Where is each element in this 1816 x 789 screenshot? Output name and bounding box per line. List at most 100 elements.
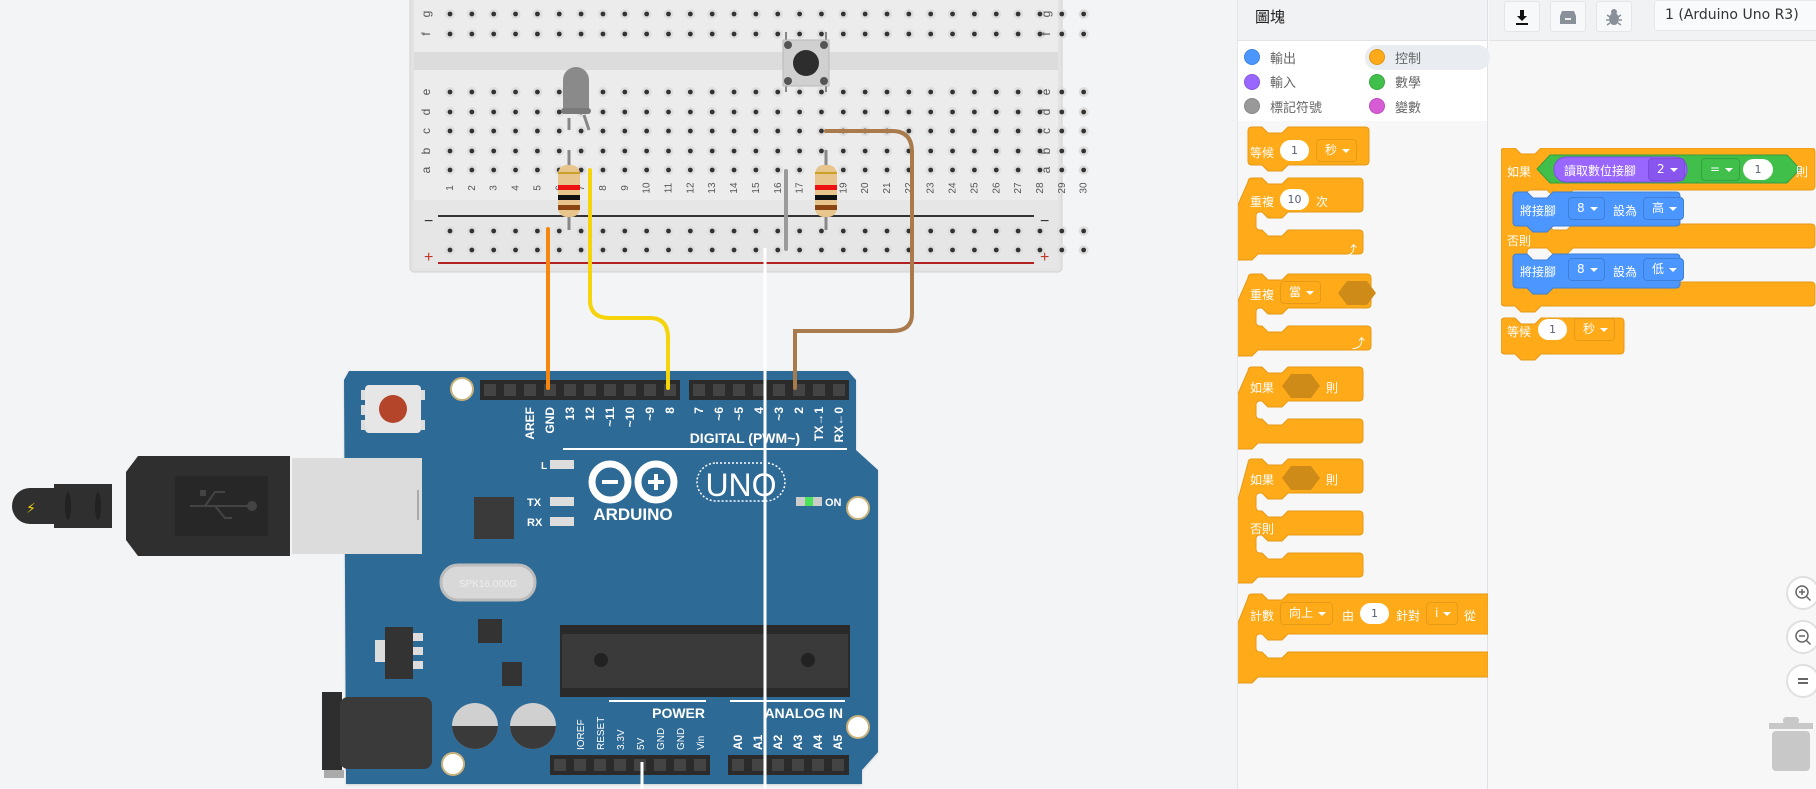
- breadboard-hole: [1059, 89, 1065, 95]
- set-low-pin-dropdown[interactable]: 8: [1568, 258, 1605, 281]
- breadboard-hole: [840, 31, 846, 37]
- palette-block-if-else[interactable]: [1238, 458, 1364, 584]
- zoom-in-button[interactable]: [1786, 576, 1816, 610]
- column-number: 3: [489, 185, 500, 191]
- category-notation[interactable]: 標記符號: [1240, 94, 1365, 119]
- count-from-input[interactable]: 1: [1360, 603, 1389, 624]
- breadboard-hole: [687, 128, 693, 134]
- breadboard-hole: [731, 128, 737, 134]
- category-input[interactable]: 輸入: [1240, 70, 1365, 95]
- operator-dropdown[interactable]: =: [1701, 158, 1741, 181]
- breadboard[interactable]: 1234567891011121314151617181920212223242…: [409, 0, 1090, 273]
- breadboard-hole: [797, 148, 802, 154]
- header-pin: [693, 384, 705, 396]
- category-math[interactable]: 數學: [1365, 70, 1490, 95]
- palette-block-if-then[interactable]: [1238, 366, 1364, 450]
- breadboard-hole: [731, 148, 737, 154]
- digital-pin-label: ~9: [643, 407, 657, 421]
- read-pin-dropdown[interactable]: 2: [1648, 158, 1685, 181]
- zoom-fit-button[interactable]: [1786, 664, 1816, 698]
- category-label: 輸出: [1270, 51, 1297, 67]
- hex-slot[interactable]: [1338, 281, 1376, 305]
- analog-pin-label: A4: [811, 734, 825, 750]
- device-select[interactable]: 1 (Arduino Uno R3): [1654, 0, 1816, 31]
- breadboard-hole: [993, 11, 999, 17]
- breadboard-hole: [950, 89, 955, 95]
- hex-slot[interactable]: [1282, 466, 1320, 490]
- reset-button[interactable]: [361, 385, 425, 433]
- breadboard-hole: [993, 89, 999, 95]
- palette-block-repeat[interactable]: [1238, 177, 1364, 261]
- rail-hole: [600, 247, 606, 253]
- palette-block-repeat-while[interactable]: [1238, 273, 1372, 357]
- rail-hole: [666, 247, 671, 253]
- pushbutton[interactable]: [782, 32, 830, 92]
- rail-plus-label: +: [1040, 249, 1049, 266]
- power-pin-label: GND: [656, 728, 667, 750]
- serial-monitor-button[interactable]: [1550, 1, 1586, 32]
- power-jack[interactable]: [322, 692, 432, 778]
- trash-button[interactable]: [1769, 715, 1813, 775]
- usb-cable[interactable]: ⚡: [12, 456, 422, 556]
- breadboard-hole: [535, 128, 540, 134]
- breadboard-hole: [513, 167, 518, 173]
- category-variables[interactable]: 變數: [1365, 94, 1490, 119]
- set-high-value-dropdown[interactable]: 高: [1643, 197, 1685, 220]
- breadboard-hole: [622, 148, 628, 154]
- resistor-2[interactable]: [815, 150, 837, 230]
- compare-value-input[interactable]: 1: [1743, 159, 1773, 180]
- column-number: 27: [1013, 182, 1024, 194]
- debug-button[interactable]: [1596, 1, 1632, 32]
- breadboard-hole: [775, 128, 781, 134]
- rail-hole: [535, 247, 540, 253]
- led[interactable]: [561, 67, 591, 131]
- repeat-count-input[interactable]: 10: [1280, 189, 1309, 210]
- wait-unit-dropdown[interactable]: 秒: [1574, 318, 1616, 341]
- circuit-canvas[interactable]: 1234567891011121314151617181920212223242…: [0, 0, 1237, 789]
- breadboard-hole: [862, 148, 868, 154]
- breadboard-hole: [709, 31, 715, 37]
- rail-minus-label: −: [1040, 213, 1049, 230]
- loop-arrow-icon: ⤴: [1344, 244, 1358, 259]
- breadboard-hole: [535, 31, 540, 37]
- wait-unit-dropdown[interactable]: 秒: [1316, 139, 1358, 162]
- category-control[interactable]: 控制: [1365, 45, 1490, 70]
- circuit-svg: 1234567891011121314151617181920212223242…: [12, 0, 1090, 789]
- breadboard-hole: [535, 167, 540, 173]
- rail-minus-label: −: [424, 213, 433, 230]
- wire-yellow[interactable]: [588, 168, 670, 390]
- chevron-down-icon: [1669, 206, 1678, 211]
- workspace-if-else-block[interactable]: [1501, 148, 1816, 313]
- set-low-value-dropdown[interactable]: 低: [1643, 258, 1685, 281]
- header-pin: [833, 384, 845, 396]
- breadboard-hole: [775, 167, 781, 173]
- breadboard-hole: [1081, 167, 1087, 173]
- dropdown-value: =: [1710, 162, 1721, 176]
- set-high-pin-dropdown[interactable]: 8: [1568, 197, 1605, 220]
- bug-icon: [1606, 8, 1622, 26]
- header-pin: [772, 759, 784, 771]
- dropdown-value: 當: [1289, 285, 1302, 299]
- set-to-label: 設為: [1613, 204, 1638, 218]
- wire-brown[interactable]: [793, 129, 914, 390]
- digital-header-right: [689, 380, 849, 400]
- breadboard-hole: [447, 128, 453, 134]
- rail-hole: [469, 228, 475, 234]
- breadboard-hole: [819, 31, 824, 37]
- wait-value-input[interactable]: 1: [1280, 140, 1309, 161]
- count-direction-dropdown[interactable]: 向上: [1280, 602, 1334, 625]
- count-var-dropdown[interactable]: i: [1426, 602, 1459, 625]
- rail-hole: [491, 247, 497, 253]
- read-pin-label: 讀取數位接腳: [1564, 164, 1637, 178]
- hex-slot[interactable]: [1282, 374, 1320, 398]
- download-button[interactable]: [1504, 1, 1540, 32]
- breadboard-hole: [556, 128, 562, 134]
- breadboard-hole: [1015, 167, 1021, 173]
- breadboard-hole: [644, 31, 650, 37]
- wait-value-input[interactable]: 1: [1538, 319, 1567, 340]
- category-output[interactable]: 輸出: [1240, 45, 1365, 70]
- repeat-mode-dropdown[interactable]: 當: [1280, 281, 1322, 304]
- resistor-1[interactable]: [558, 150, 580, 230]
- zoom-out-button[interactable]: [1786, 620, 1816, 654]
